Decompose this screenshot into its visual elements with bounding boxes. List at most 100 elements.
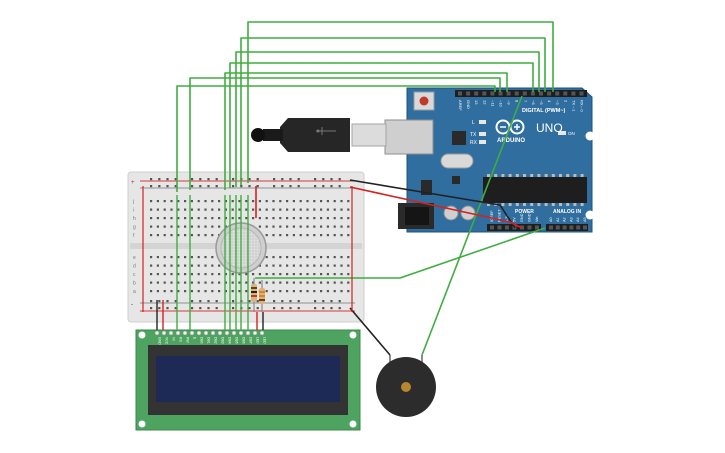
lcd-pin-label: LED <box>262 337 266 344</box>
lcd-pin-label: GND <box>157 337 161 345</box>
row-letter: g <box>133 225 136 231</box>
row-letter: a <box>133 289 136 295</box>
lcd-pin[interactable] <box>168 330 174 336</box>
digital-pin-label: 8 <box>515 100 520 103</box>
lcd-pin-label: RW <box>185 337 189 343</box>
arduino-pin[interactable] <box>530 91 535 96</box>
lcd-pin[interactable] <box>175 330 181 336</box>
wire-analog-a0 <box>255 227 546 279</box>
lcd-pin-label: DB1 <box>206 337 210 344</box>
lcd-pin[interactable] <box>245 330 251 336</box>
arduino-pin[interactable] <box>482 91 487 96</box>
analog-pin-label: A3 <box>569 217 573 222</box>
crystal-oscillator <box>440 153 474 169</box>
arduino-pin[interactable] <box>549 225 553 230</box>
lcd-pin[interactable] <box>231 330 237 336</box>
lcd-pin[interactable] <box>238 330 244 336</box>
arduino-pin[interactable] <box>583 225 587 230</box>
arduino-pin[interactable] <box>547 91 552 96</box>
lcd-pin[interactable] <box>224 330 230 336</box>
lcd-pin[interactable] <box>203 330 209 336</box>
lcd-pin[interactable] <box>189 330 195 336</box>
arduino-pin[interactable] <box>563 91 568 96</box>
arduino-pin[interactable] <box>505 225 509 230</box>
lcd-pin-label: DB6 <box>241 337 245 344</box>
lcd-pin[interactable] <box>259 330 265 336</box>
lcd-pin[interactable] <box>196 330 202 336</box>
digital-pin-label: 2 <box>563 100 568 103</box>
wire-d12 <box>224 72 508 190</box>
arduino-pin[interactable] <box>579 91 584 96</box>
status-leds: L TX RX ON <box>470 120 575 146</box>
lcd-pin[interactable] <box>182 330 188 336</box>
arduino-pin[interactable] <box>490 225 494 230</box>
power-header-label: POWER <box>515 209 534 215</box>
lcd-pin-label: VCC <box>164 337 168 345</box>
arduino-pin[interactable] <box>527 225 532 230</box>
led-label-l: L <box>472 120 475 126</box>
arduino-pin[interactable] <box>576 225 581 230</box>
row-letter: c <box>133 272 136 278</box>
lcd-pin[interactable] <box>161 330 167 336</box>
rail-minus-label: - <box>131 302 133 308</box>
arduino-pin[interactable] <box>569 225 574 230</box>
wire-gnd <box>349 179 516 229</box>
row-letter: h <box>133 216 136 222</box>
digital-pin-label: 12 <box>482 100 487 105</box>
arduino-pin[interactable] <box>498 91 503 96</box>
digital-header <box>455 90 587 97</box>
lcd-screen <box>156 356 340 402</box>
digital-pin-label: 13 <box>474 100 479 105</box>
analog-pin-label: A4 <box>576 217 580 222</box>
arduino-brand: ARDUINO <box>497 138 525 144</box>
resistor-2[interactable] <box>259 280 265 312</box>
lcd-pin[interactable] <box>217 330 223 336</box>
arduino-pin[interactable] <box>506 91 511 96</box>
row-letter: d <box>133 264 136 270</box>
digital-pin-label: ~5 <box>539 100 544 105</box>
voltage-regulator <box>421 180 432 195</box>
lcd-pin-label: DB5 <box>234 337 238 344</box>
resistor-1[interactable] <box>251 278 257 312</box>
arduino-pin[interactable] <box>555 225 560 230</box>
atmega-microcontroller <box>483 177 587 203</box>
usb-cable[interactable] <box>251 118 387 152</box>
digital-pin-label: ~3 <box>555 100 560 105</box>
digital-pin-label: GND <box>466 100 471 109</box>
wires[interactable] <box>142 21 554 356</box>
lcd-pin[interactable] <box>154 330 160 336</box>
arduino-pin[interactable] <box>497 225 502 230</box>
arduino-pin[interactable] <box>458 91 462 96</box>
analog-header-label: ANALOG IN <box>553 209 581 215</box>
lcd-pin[interactable] <box>252 330 258 336</box>
lcd-pin-label: DB0 <box>199 337 203 344</box>
analog-pin-label: A0 <box>549 217 553 222</box>
lcd-pin-label: LED <box>255 337 259 344</box>
arduino-pin[interactable] <box>562 225 567 230</box>
power-pin-label: GND <box>528 213 532 222</box>
power-pin-label: 3.3V <box>505 214 509 222</box>
analog-pin-label: A5 <box>583 217 587 222</box>
reset-button-cap[interactable] <box>419 96 429 106</box>
usb-port[interactable] <box>384 119 434 155</box>
row-letter: j <box>132 199 134 205</box>
arduino-pin[interactable] <box>571 91 576 96</box>
arduino-pin[interactable] <box>555 91 560 96</box>
arduino-pin[interactable] <box>466 91 471 96</box>
digital-pin-label: ~11 <box>490 100 495 107</box>
arduino-pin[interactable] <box>474 91 479 96</box>
wire-d4 <box>229 62 534 188</box>
arduino-pin[interactable] <box>522 91 527 96</box>
lcd-pin-label: V0 <box>171 337 175 341</box>
arduino-pin[interactable] <box>535 225 539 230</box>
row-letter: i <box>133 208 134 214</box>
arduino-pin[interactable] <box>539 91 543 96</box>
arduino-pin[interactable] <box>490 91 495 96</box>
piezo-buzzer[interactable] <box>376 355 436 417</box>
usb-controller-chip <box>452 131 466 145</box>
lcd-pin-label: DB2 <box>213 337 217 344</box>
lcd-pin[interactable] <box>210 330 216 336</box>
arduino-pin[interactable] <box>514 91 519 96</box>
